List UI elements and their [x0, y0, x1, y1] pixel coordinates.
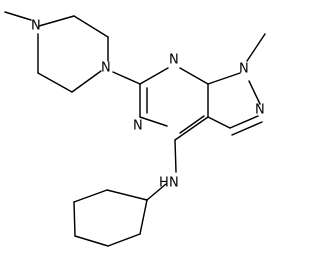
- bond-methyl-pyrazole: [246, 33, 266, 62]
- bond-pyrazole-d: [207, 116, 231, 129]
- bond-cyclohexane-c: [74, 235, 109, 247]
- bond-piperazine-a: [38, 15, 75, 27]
- atom-label-ring-n-top: N: [169, 53, 179, 68]
- bond-pyrazole-b: [248, 80, 261, 105]
- bond-pyrazole-c: [229, 115, 259, 129]
- bond-cyclohexane-b: [107, 233, 141, 247]
- bond-pyrimidine-amine: [174, 139, 177, 173]
- atom-labels: N N N N N N N H: [31, 19, 265, 191]
- bond-cyclohexane-e: [73, 189, 108, 203]
- bond-pyrazole-double-outer: [231, 121, 263, 136]
- atom-label-amine-h: H: [159, 176, 169, 191]
- bond-cyclohexane-a: [139, 199, 148, 235]
- bond-cyclohexane-d: [73, 201, 76, 237]
- bond-pyrimidine-e: [139, 116, 168, 127]
- atom-label-ring-n-bottom: N: [133, 119, 143, 134]
- chemical-structure-diagram: N N N N N N N H: [0, 0, 281, 268]
- bond-pyrazole-a: [207, 72, 241, 85]
- bond-pyrimidine-d: [174, 116, 209, 141]
- atom-label-amine-nh: N: [169, 176, 179, 191]
- bond-pyrimidine-b: [179, 67, 209, 85]
- bond-pyrimidine-double-bottom: [179, 115, 205, 134]
- bond-piperazine-e: [37, 72, 73, 93]
- diagram-background: [0, 0, 281, 268]
- bond-pyrimidine-a: [139, 67, 169, 85]
- bond-methyl-piperazine: [4, 11, 32, 21]
- atom-label-piperazine-n-bottom: N: [101, 61, 111, 76]
- bonds: [4, 11, 266, 247]
- bond-piperazine-d: [71, 70, 102, 93]
- bond-piperazine-pyrimidine: [112, 71, 141, 85]
- bond-cyclohexane-f: [106, 189, 148, 201]
- bond-amine-cyclohexyl: [146, 183, 167, 201]
- atom-label-pyrazole-n1: N: [239, 62, 249, 77]
- atom-label-pyrazole-n2: N: [255, 103, 265, 118]
- bond-piperazine-b: [73, 15, 109, 38]
- atom-label-piperazine-n-top: N: [31, 19, 41, 34]
